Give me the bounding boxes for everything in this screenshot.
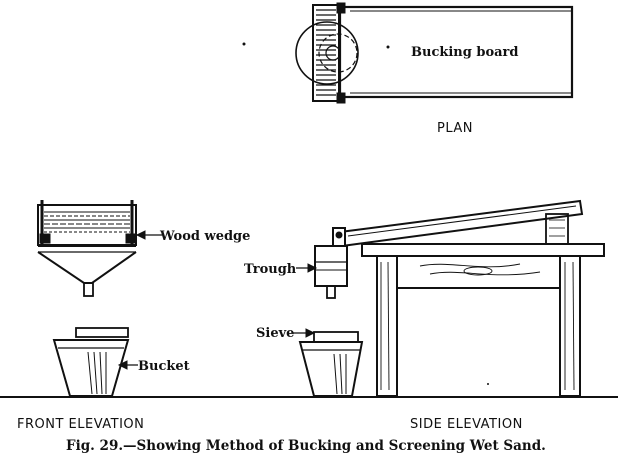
plan-view (242, 2, 574, 104)
bucking-board-label: Bucking board (411, 45, 519, 60)
front-elevation-label: FRONT ELEVATION (17, 417, 144, 432)
side-bucket (292, 328, 364, 397)
figure-caption: Fig. 29.—Showing Method of Bucking and S… (66, 438, 546, 454)
front-elevation (37, 200, 162, 297)
sieve-label: Sieve (256, 326, 294, 341)
side-elevation-label: SIDE ELEVATION (410, 417, 523, 432)
side-elevation (296, 199, 605, 397)
bucket-label: Bucket (138, 359, 190, 374)
plan-label: PLAN (437, 121, 473, 136)
front-bucket (52, 327, 138, 397)
wood-wedge-label: Wood wedge (159, 229, 250, 244)
trough-label: Trough (244, 262, 297, 277)
